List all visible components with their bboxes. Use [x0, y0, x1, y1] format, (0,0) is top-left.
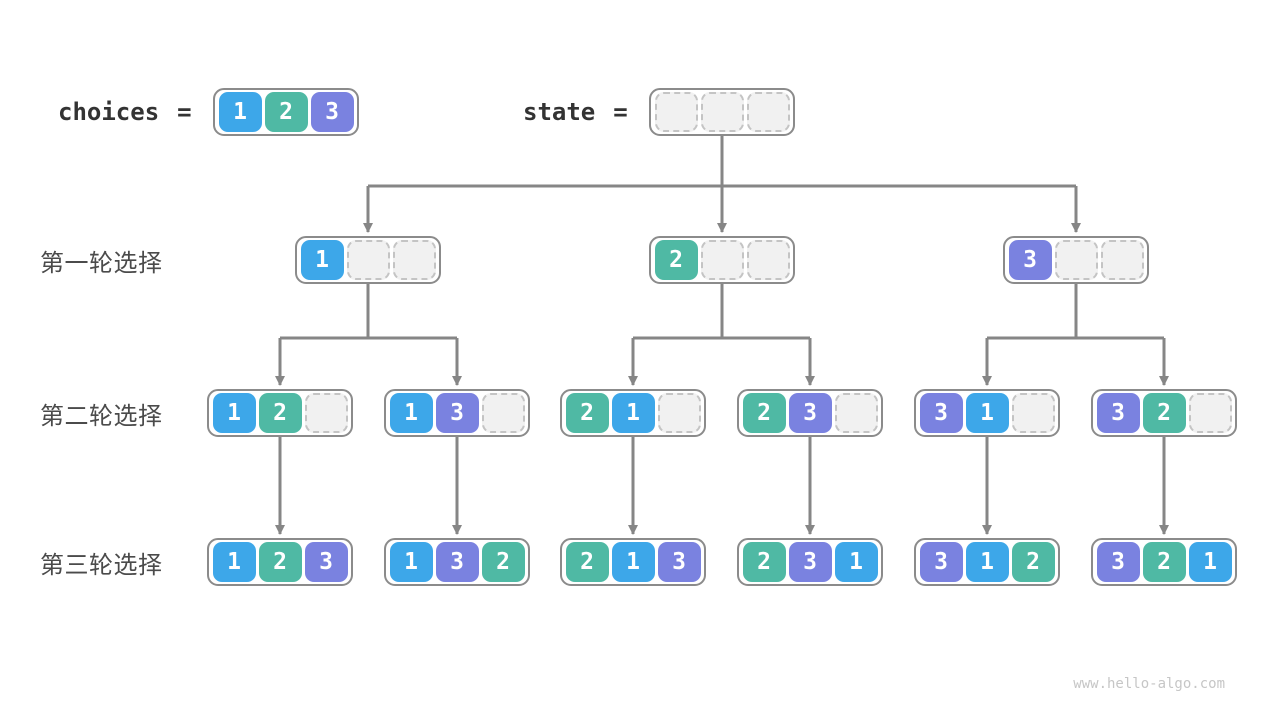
empty-cell [746, 240, 790, 280]
cell-value-1: 1 [1188, 542, 1232, 582]
cell-value-1: 1 [389, 542, 433, 582]
cell-value-2: 2 [258, 542, 302, 582]
cell-value-2: 2 [742, 542, 786, 582]
state-equals-sign: = [613, 98, 628, 126]
cell-value-1: 1 [965, 542, 1009, 582]
cell-value-2: 2 [565, 542, 609, 582]
empty-cell [1054, 240, 1098, 280]
cell-value-2: 2 [264, 92, 308, 132]
cell-value-2: 2 [565, 393, 609, 433]
cell-value-3: 3 [1008, 240, 1052, 280]
cell-value-3: 3 [788, 542, 832, 582]
cell-value-3: 3 [919, 542, 963, 582]
cell-value-1: 1 [218, 92, 262, 132]
cell-value-1: 1 [212, 542, 256, 582]
cell-value-1: 1 [611, 542, 655, 582]
cell-value-2: 2 [481, 542, 525, 582]
empty-cell [700, 92, 744, 132]
row-label-round-1: 第一轮选择 [40, 248, 163, 277]
empty-cell [392, 240, 436, 280]
cell-value-1: 1 [965, 393, 1009, 433]
empty-cell [304, 393, 348, 433]
empty-cell [1011, 393, 1055, 433]
empty-cell [481, 393, 525, 433]
cell-value-3: 3 [435, 542, 479, 582]
state-text: state [523, 98, 596, 126]
cell-value-1: 1 [212, 393, 256, 433]
empty-cell [1188, 393, 1232, 433]
choices-text: choices [58, 98, 160, 126]
round1-state-2: 2 [649, 236, 795, 284]
cell-value-1: 1 [300, 240, 344, 280]
cell-value-3: 3 [1096, 542, 1140, 582]
cell-value-2: 2 [1011, 542, 1055, 582]
cell-value-3: 3 [657, 542, 701, 582]
empty-cell [346, 240, 390, 280]
empty-cell [700, 240, 744, 280]
empty-cell [834, 393, 878, 433]
round1-state-1: 1 [295, 236, 441, 284]
choices-label: choices = [58, 88, 192, 136]
cell-value-2: 2 [742, 393, 786, 433]
watermark: www.hello-algo.com [1073, 676, 1225, 692]
empty-cell [654, 92, 698, 132]
cell-value-2: 2 [1142, 542, 1186, 582]
choices-equals-sign: = [177, 98, 192, 126]
state-label: state = [523, 88, 628, 136]
cell-value-2: 2 [654, 240, 698, 280]
cell-value-3: 3 [1096, 393, 1140, 433]
cell-value-3: 3 [435, 393, 479, 433]
cell-value-3: 3 [919, 393, 963, 433]
empty-cell [1100, 240, 1144, 280]
cell-value-3: 3 [788, 393, 832, 433]
cell-value-1: 1 [611, 393, 655, 433]
cell-value-1: 1 [834, 542, 878, 582]
empty-cell [657, 393, 701, 433]
cell-value-2: 2 [258, 393, 302, 433]
state-array [649, 88, 795, 136]
cell-value-2: 2 [1142, 393, 1186, 433]
row-label-round-3: 第三轮选择 [40, 550, 163, 579]
round1-state-3: 3 [1003, 236, 1149, 284]
cell-value-1: 1 [389, 393, 433, 433]
row-label-round-2: 第二轮选择 [40, 401, 163, 430]
cell-value-3: 3 [304, 542, 348, 582]
empty-cell [746, 92, 790, 132]
cell-value-3: 3 [310, 92, 354, 132]
